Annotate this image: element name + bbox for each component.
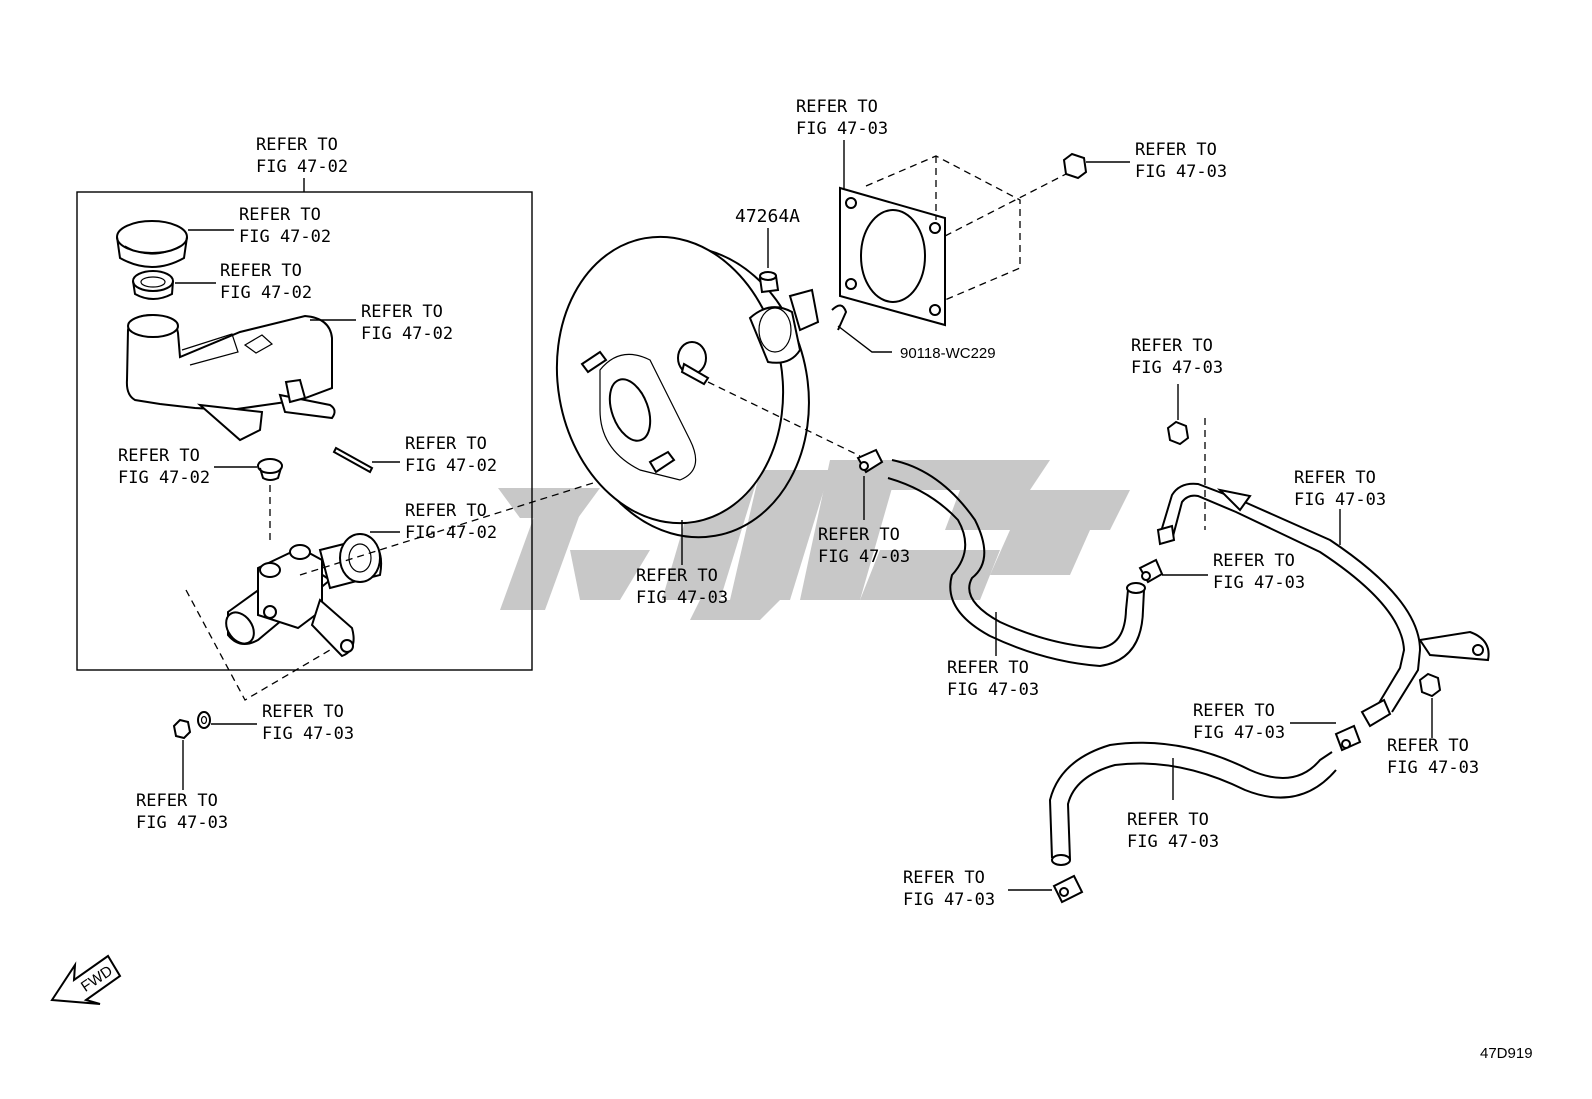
vacuum-pipe (1156, 482, 1490, 728)
booster-callout-l1: REFER TO (636, 566, 718, 586)
clip-bottom-callout-l2: FIG 47-03 (903, 890, 995, 910)
nut-right-callout-l1: REFER TO (1131, 336, 1213, 356)
nut-top-callout-l2: FIG 47-03 (1135, 162, 1227, 182)
clevis-pin (758, 271, 780, 294)
nut-right (1166, 420, 1190, 446)
reservoir-cap (116, 220, 188, 268)
clip-bottom-callout-l1: REFER TO (903, 868, 985, 888)
pin-callout-l2: FIG 47-02 (405, 456, 497, 476)
clip-mid-callout-l2: FIG 47-03 (1213, 573, 1305, 593)
pin (332, 446, 374, 474)
washer-callout-l2: FIG 47-03 (262, 724, 354, 744)
hose-clip-callout-l2: FIG 47-03 (818, 547, 910, 567)
reservoir-callout-l1: REFER TO (361, 302, 443, 322)
nut-top-callout-l1: REFER TO (1135, 140, 1217, 160)
clip-lower (1334, 724, 1362, 752)
reservoir-group-callout-l1: REFER TO (256, 135, 338, 155)
master-cylinder-callout-l1: REFER TO (405, 501, 487, 521)
lower-hose-callout-l1: REFER TO (1127, 810, 1209, 830)
clip-part-number: 90118-WC229 (900, 345, 996, 362)
vacuum-pipe-callout-l1: REFER TO (1294, 468, 1376, 488)
grommet (257, 458, 283, 481)
cap-callout-l1: REFER TO (239, 205, 321, 225)
lower-hose (1048, 741, 1337, 866)
vacuum-hose (887, 459, 1146, 668)
strainer (132, 270, 174, 300)
nut-left (172, 718, 192, 740)
reservoir-callout-l2: FIG 47-02 (361, 324, 453, 344)
brake-fluid-reservoir (125, 313, 336, 442)
cap-callout-l2: FIG 47-02 (239, 227, 331, 247)
nut-top (1062, 152, 1088, 180)
lower-hose-callout-l2: FIG 47-03 (1127, 832, 1219, 852)
washer-callout-l1: REFER TO (262, 702, 344, 722)
hose-clip (856, 448, 884, 474)
fwd-arrow-icon: FWD (50, 954, 122, 1005)
booster-callout-l2: FIG 47-03 (636, 588, 728, 608)
nut-left-callout-l2: FIG 47-03 (136, 813, 228, 833)
vacuum-hose-callout-l2: FIG 47-03 (947, 680, 1039, 700)
clip-lower-callout-l2: FIG 47-03 (1193, 723, 1285, 743)
reservoir-group-callout-l2: FIG 47-02 (256, 157, 348, 177)
gasket-callout-l2: FIG 47-03 (796, 119, 888, 139)
nut-right-callout-l2: FIG 47-03 (1131, 358, 1223, 378)
washer (197, 711, 211, 729)
clip-bottom (1052, 874, 1084, 904)
grommet-callout-l1: REFER TO (118, 446, 200, 466)
master-cylinder-callout-l2: FIG 47-02 (405, 523, 497, 543)
strainer-callout-l2: FIG 47-02 (220, 283, 312, 303)
vacuum-pipe-callout-l2: FIG 47-03 (1294, 490, 1386, 510)
clip-lower-callout-l1: REFER TO (1193, 701, 1275, 721)
nut-bracket-callout-l2: FIG 47-03 (1387, 758, 1479, 778)
strainer-callout-l1: REFER TO (220, 261, 302, 281)
nut-bracket (1418, 672, 1442, 698)
figure-code: 47D919 (1480, 1045, 1533, 1062)
master-cylinder (225, 533, 383, 658)
nut-left-callout-l1: REFER TO (136, 791, 218, 811)
brake-booster (555, 235, 820, 539)
pin-callout-l1: REFER TO (405, 434, 487, 454)
clip-mid (1138, 558, 1164, 584)
gasket (839, 186, 946, 327)
clip-mid-callout-l1: REFER TO (1213, 551, 1295, 571)
clip (831, 304, 848, 331)
nut-bracket-callout-l1: REFER TO (1387, 736, 1469, 756)
vacuum-hose-callout-l1: REFER TO (947, 658, 1029, 678)
clevis-pin-part-number: 47264A (735, 206, 800, 227)
watermark-logo (498, 460, 1130, 620)
hose-clip-callout-l1: REFER TO (818, 525, 900, 545)
grommet-callout-l2: FIG 47-02 (118, 468, 210, 488)
gasket-callout-l1: REFER TO (796, 97, 878, 117)
